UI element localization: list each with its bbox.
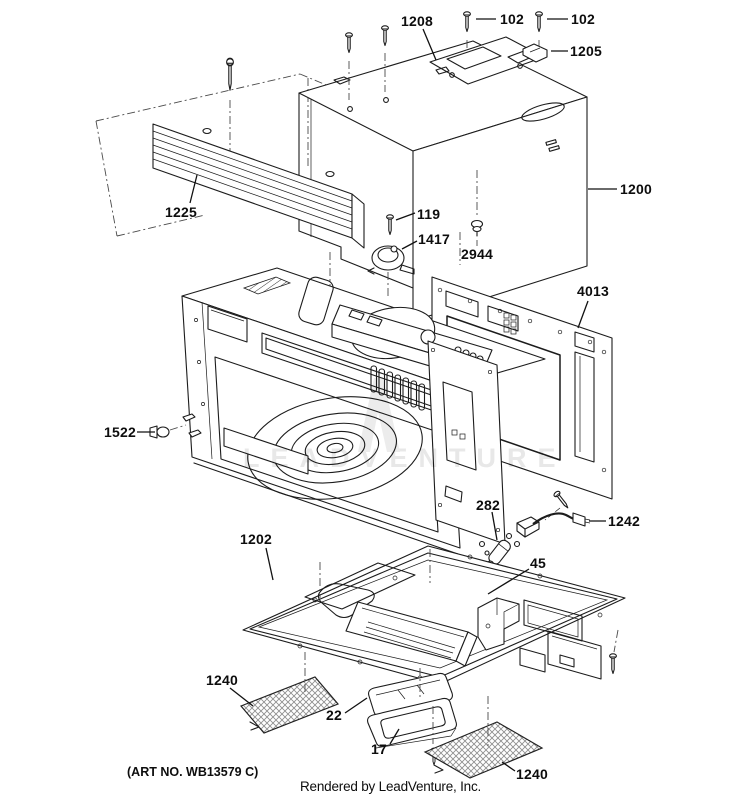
part-label-45[interactable]: 45 [530, 555, 546, 571]
part-label-1240-b[interactable]: 1240 [516, 766, 548, 782]
screw-icon [535, 11, 543, 33]
part-label-17[interactable]: 17 [371, 741, 387, 757]
vent-grille-drawing [152, 123, 365, 249]
part-label-102-a[interactable]: 102 [500, 11, 524, 27]
part-label-1522[interactable]: 1522 [104, 424, 136, 440]
screw-icon [345, 32, 353, 54]
screw-icon [609, 653, 617, 675]
base-plate-drawing [242, 545, 626, 685]
screw-icon [552, 489, 572, 511]
part-label-1225[interactable]: 1225 [165, 204, 197, 220]
part-label-282[interactable]: 282 [476, 497, 500, 513]
leader-lines [137, 18, 617, 772]
fan-motor-group [329, 170, 484, 298]
part-label-119[interactable]: 119 [417, 206, 441, 222]
art-number-text: (ART NO. WB13579 C) [127, 765, 259, 779]
screw-icon [386, 214, 394, 236]
outer-case-drawing [298, 40, 588, 322]
part-label-1417[interactable]: 1417 [418, 231, 450, 247]
part-label-1202[interactable]: 1202 [240, 531, 272, 547]
part-label-102-b[interactable]: 102 [571, 11, 595, 27]
screw-icon [381, 25, 389, 47]
oven-cavity-drawing [181, 267, 546, 555]
bracket-45-drawing [477, 597, 520, 651]
screw-icon [463, 11, 471, 33]
rendered-by-credit: Rendered by LeadVenture, Inc. [300, 779, 482, 794]
clip-drawing [522, 43, 548, 63]
part-label-22[interactable]: 22 [326, 707, 342, 723]
part-label-1200[interactable]: 1200 [620, 181, 652, 197]
screw-icon [225, 57, 235, 91]
part-label-1242[interactable]: 1242 [608, 513, 640, 529]
bottom-parts-drawing [239, 652, 544, 779]
part-label-4013[interactable]: 4013 [577, 283, 609, 299]
knob-drawing [149, 424, 187, 439]
part-label-1205[interactable]: 1205 [570, 43, 602, 59]
part-label-1240-a[interactable]: 1240 [206, 672, 238, 688]
part-label-2944[interactable]: 2944 [461, 246, 493, 262]
part-label-1208[interactable]: 1208 [401, 13, 433, 29]
wire-harness-drawing [505, 489, 591, 548]
